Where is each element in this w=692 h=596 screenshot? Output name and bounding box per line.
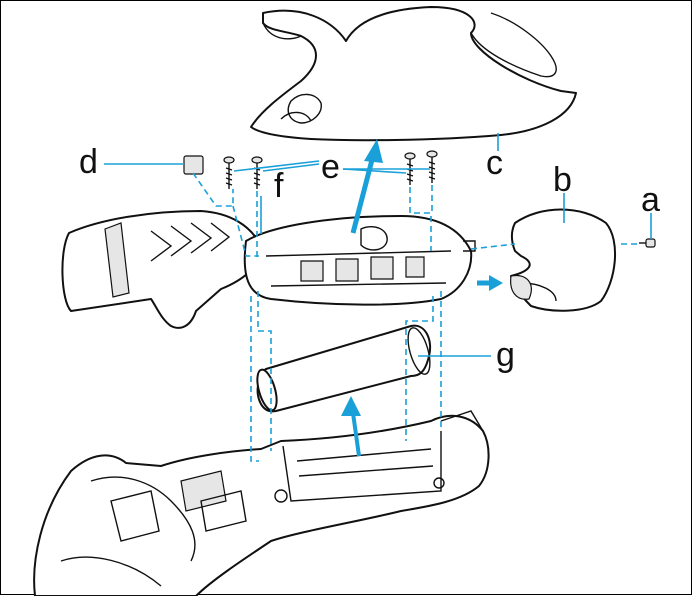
label-c: c: [486, 144, 503, 182]
label-b: b: [553, 161, 572, 199]
part-f-middle-frame: [61, 210, 476, 329]
arrow-lift-cylinder: [341, 396, 361, 457]
part-labels: a b c d e f g: [79, 143, 660, 374]
label-leader-lines: [104, 133, 652, 357]
part-c-top-cover: [250, 6, 577, 142]
label-a: a: [641, 181, 660, 219]
screw-2: [251, 156, 263, 189]
label-e: e: [321, 148, 340, 186]
lower-housing: [33, 410, 490, 596]
part-d-square-pad: [183, 155, 204, 175]
screw-4: [426, 150, 438, 183]
label-g: g: [496, 336, 515, 374]
arrow-cap-right: [477, 275, 503, 291]
screw-1: [223, 156, 235, 189]
part-a-small-screw: [639, 238, 656, 248]
label-d: d: [79, 143, 98, 181]
alignment-lines: [192, 172, 639, 462]
screw-3: [404, 152, 416, 185]
part-b-end-cap: [510, 208, 617, 312]
part-g-cylinder: [256, 324, 431, 413]
label-f: f: [274, 167, 284, 205]
